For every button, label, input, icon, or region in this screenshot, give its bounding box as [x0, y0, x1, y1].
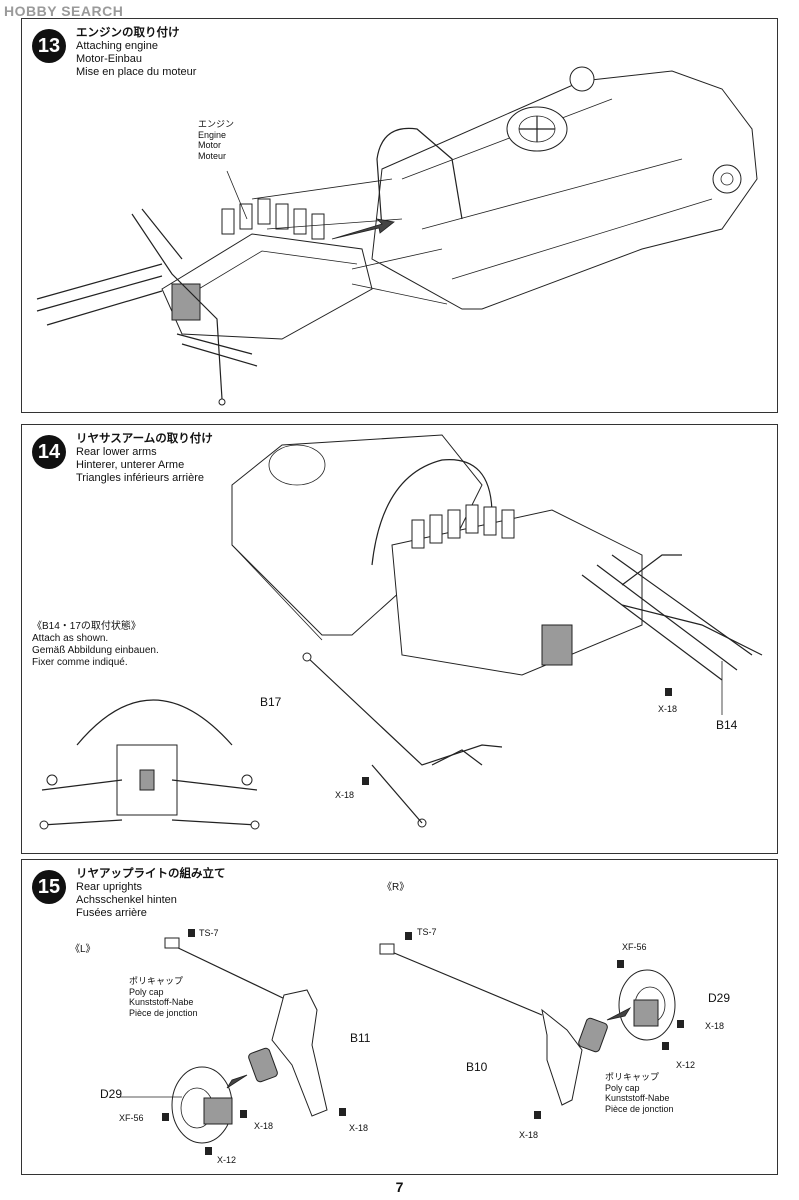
left-xf56: XF-56: [119, 1113, 144, 1123]
step-title: リヤサスアームの取り付け Rear lower arms Hinterer, u…: [76, 433, 213, 485]
title-de: Achsschenkel hinten: [76, 894, 177, 906]
left-x12: X-12: [217, 1155, 237, 1165]
marker-left: 《L》: [70, 944, 96, 955]
polycap-fr: Pièce de jonction: [129, 1007, 198, 1018]
title-en: Rear uprights: [76, 881, 143, 893]
right-x12: X-12: [676, 1060, 696, 1070]
part-b17: B17: [260, 695, 282, 709]
screw-x18-right: X-18: [658, 704, 678, 714]
engine-attach-illustration: [36, 66, 758, 406]
engine-block-drawing: [161, 198, 373, 340]
step-title: リヤアップライトの組み立て Rear uprights Achsschenkel…: [76, 868, 226, 920]
note-fr: Fixer comme indiqué.: [32, 657, 128, 668]
title-en: Attaching engine: [76, 40, 158, 52]
watermark: HOBBY SEARCH: [4, 3, 124, 19]
title-jp: リヤアップライトの組み立て: [76, 868, 226, 880]
left-b11: B11: [350, 1031, 371, 1045]
right-d29: D29: [708, 991, 731, 1005]
title-fr: Triangles inférieurs arrière: [76, 472, 204, 484]
title-en: Rear lower arms: [76, 446, 157, 458]
note-en: Attach as shown.: [32, 633, 109, 644]
right-x18-a: X-18: [705, 1021, 725, 1031]
step-number: 13: [32, 29, 66, 63]
right-polycap-callout: ポリキャップ Poly cap Kunststoff-Nabe Pièce de…: [605, 1072, 674, 1114]
left-d29: D29: [100, 1087, 123, 1101]
polycap-de: Kunststoff-Nabe: [605, 1093, 670, 1103]
step-15-panel: 15 リヤアップライトの組み立て Rear uprights Achsschen…: [21, 859, 778, 1175]
polycap-fr: Pièce de jonction: [605, 1103, 674, 1114]
right-x18-b: X-18: [519, 1130, 539, 1140]
left-polycap-callout: ポリキャップ Poly cap Kunststoff-Nabe Pièce de…: [129, 976, 198, 1018]
title-jp: リヤサスアームの取り付け: [76, 433, 213, 445]
polycap-en: Poly cap: [605, 1082, 640, 1093]
title-jp: エンジンの取り付け: [76, 27, 180, 39]
title-de: Motor-Einbau: [76, 53, 143, 65]
engine-de: Motor: [198, 140, 222, 150]
engine-jp: エンジン: [198, 119, 235, 129]
rear-uprights-illustration: [120, 929, 684, 1155]
title-fr: Fusées arrière: [76, 907, 147, 919]
engine-fr: Moteur: [198, 150, 227, 161]
marker-right: 《R》: [382, 882, 410, 893]
rear-arms-illustration: [39, 434, 763, 830]
page-number: 7: [395, 1179, 404, 1195]
step-title: エンジンの取り付け Attaching engine Motor-Einbau …: [76, 27, 196, 79]
left-ts7: TS-7: [199, 928, 219, 938]
right-b10: B10: [466, 1060, 488, 1074]
polycap-en: Poly cap: [129, 986, 164, 997]
part-b14: B14: [716, 718, 738, 732]
title-fr: Mise en place du moteur: [76, 66, 197, 78]
step-number: 14: [32, 435, 66, 469]
left-x18-b: X-18: [349, 1123, 369, 1133]
note-de: Gemäß Abbildung einbauen.: [32, 645, 159, 656]
step-14-panel: 14 リヤサスアームの取り付け Rear lower arms Hinterer…: [21, 424, 778, 854]
attach-note: 《B14・17の取付状態》 Attach as shown. Gemäß Abb…: [32, 621, 159, 669]
engine-en: Engine: [198, 129, 227, 140]
right-xf56: XF-56: [622, 942, 647, 952]
polycap-jp: ポリキャップ: [129, 976, 184, 986]
step-13-panel: 13 エンジンの取り付け Attaching engine Motor-Einb…: [21, 18, 778, 413]
inset-rear-view: [39, 699, 260, 830]
polycap-jp: ポリキャップ: [605, 1072, 660, 1082]
engine-callout: エンジン Engine Motor Moteur: [198, 119, 234, 161]
screw-x18-left: X-18: [335, 790, 355, 800]
step-number: 15: [32, 870, 66, 904]
polycap-de: Kunststoff-Nabe: [129, 997, 194, 1007]
title-de: Hinterer, unterer Arme: [76, 459, 185, 471]
right-ts7: TS-7: [417, 927, 437, 937]
left-x18-a: X-18: [254, 1121, 274, 1131]
note-jp: 《B14・17の取付状態》: [32, 621, 141, 632]
